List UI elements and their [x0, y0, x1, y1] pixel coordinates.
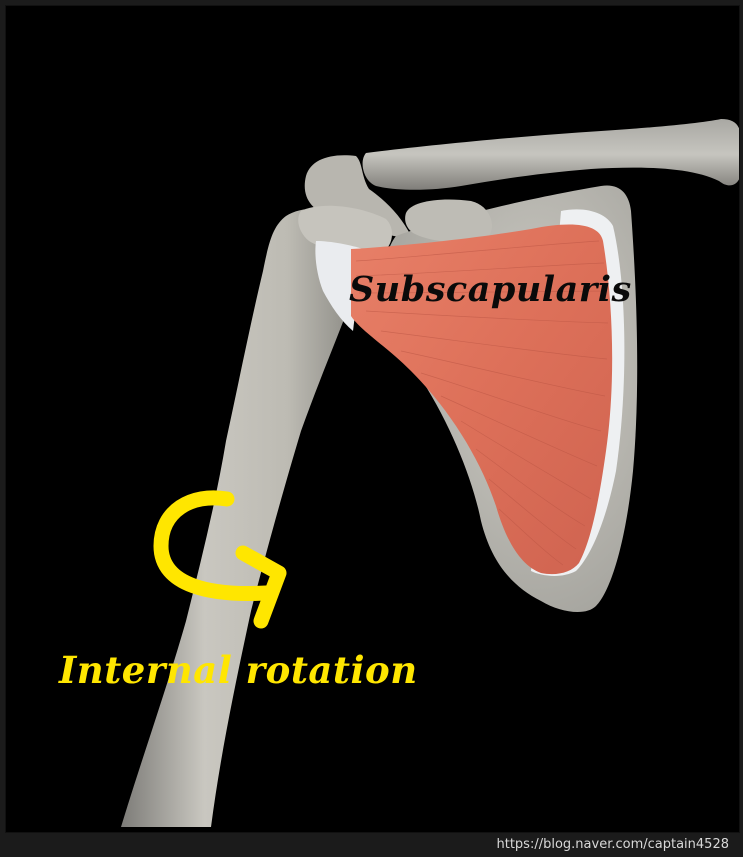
shoulder-anatomy-illustration	[121, 119, 739, 827]
coracoid-process	[405, 199, 492, 243]
clavicle	[362, 119, 739, 190]
movement-label: Internal rotation	[59, 648, 418, 692]
illustration-canvas: Subscapularis Internal rotation	[5, 5, 740, 833]
curved-rotation-arrow-icon	[153, 490, 287, 629]
muscle-label: Subscapularis	[349, 269, 632, 310]
acromion	[304, 155, 411, 237]
subscapularis-muscle	[351, 224, 613, 575]
watermark-url: https://blog.naver.com/captain4528	[496, 837, 730, 852]
